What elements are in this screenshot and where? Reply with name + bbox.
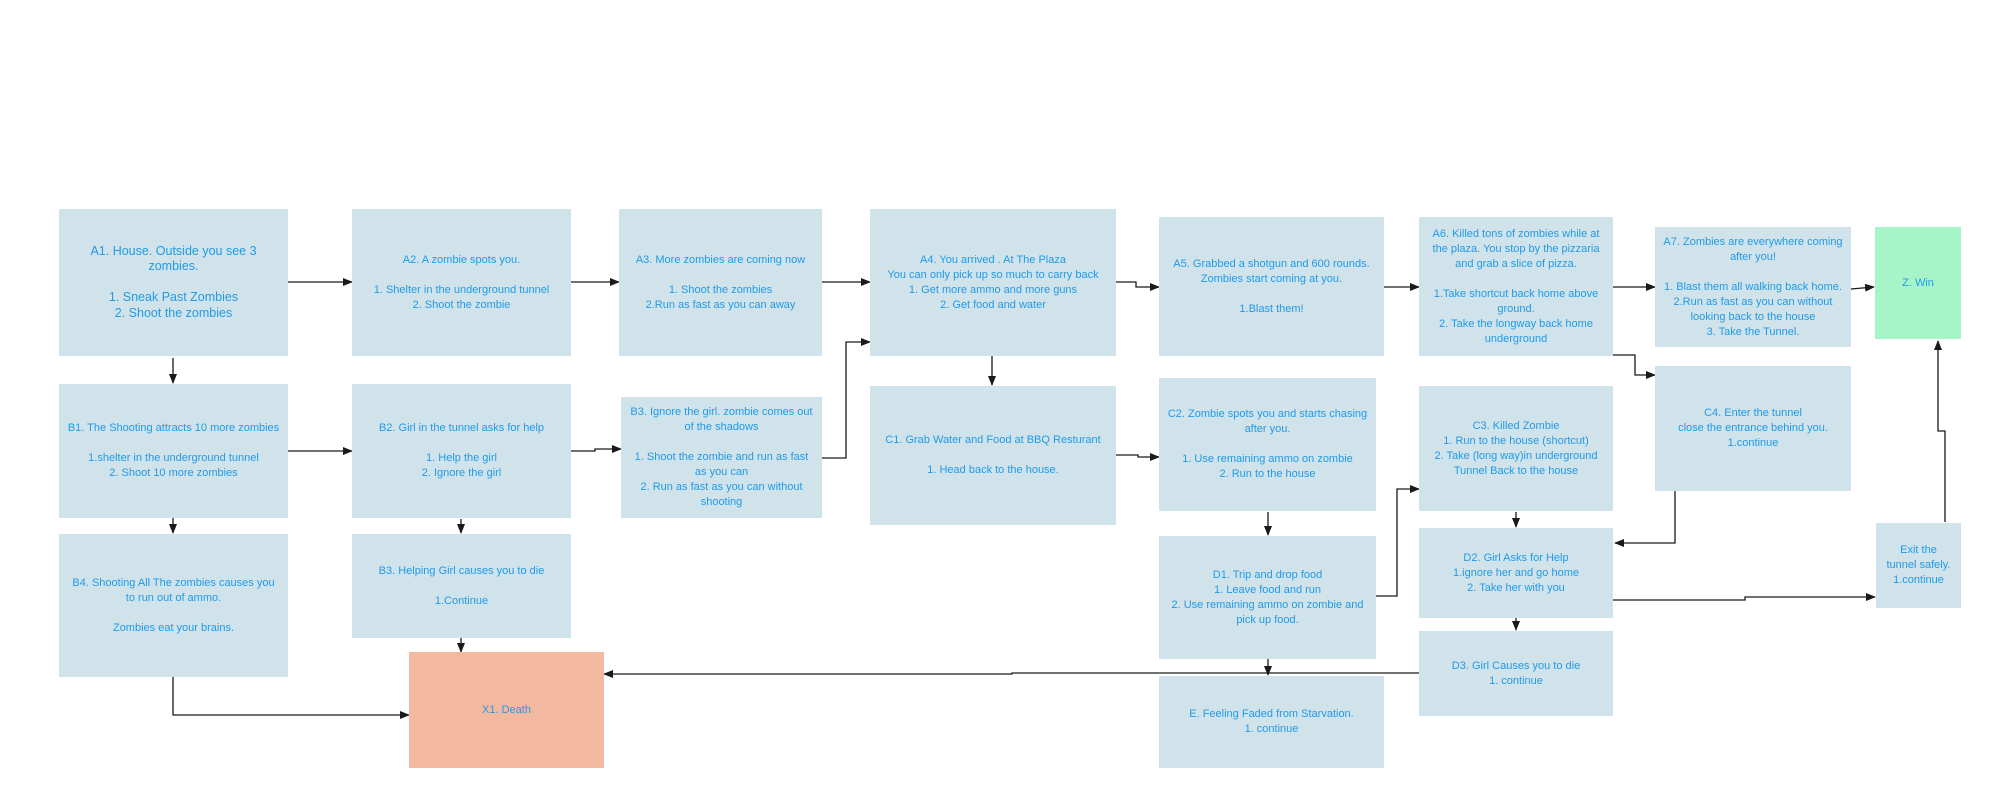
edge-exit-z <box>1934 340 1946 522</box>
edge-d2-exit <box>1613 593 1876 601</box>
node-b3-help-text: B3. Helping Girl causes you to die 1.Con… <box>378 564 545 607</box>
edge-b3a-a4 <box>822 338 871 459</box>
node-x1-death: X1. Death <box>409 652 604 768</box>
node-b3-help: B3. Helping Girl causes you to die 1.Con… <box>352 534 571 638</box>
node-a2-text: A2. A zombie spots you. 1. Shelter in th… <box>373 253 550 311</box>
node-b1: B1. The Shooting attracts 10 more zombie… <box>59 384 288 518</box>
node-e: E. Feeling Faded from Starvation. 1. con… <box>1159 676 1384 768</box>
node-exit: Exit the tunnel safely. 1.continue <box>1876 523 1961 608</box>
node-c2: C2. Zombie spots you and starts chasing … <box>1159 378 1376 511</box>
edge-c4-d2 <box>1614 491 1676 547</box>
node-c2-text: C2. Zombie spots you and starts chasing … <box>1167 408 1368 480</box>
edge-b4-x1 <box>172 677 410 719</box>
node-c4-text: C4. Enter the tunnel close the entrance … <box>1678 407 1828 449</box>
node-b2-text: B2. Girl in the tunnel asks for help 1. … <box>378 422 545 479</box>
edge-d3-x1 <box>603 670 1419 678</box>
node-a4-text: A4. You arrived . At The Plaza You can o… <box>887 253 1099 311</box>
node-b3-ignore-text: B3. Ignore the girl. zombie comes out of… <box>630 406 813 508</box>
node-x1-death-text: X1. Death <box>482 703 531 716</box>
edge-a7-z <box>1850 283 1875 292</box>
edge-c1-c2 <box>1116 453 1160 461</box>
node-d3: D3. Girl Causes you to die 1. continue <box>1419 631 1613 716</box>
node-a2: A2. A zombie spots you. 1. Shelter in th… <box>352 209 571 356</box>
node-a1: A1. House. Outside you see 3 zombies. 1.… <box>59 209 288 356</box>
node-b2: B2. Girl in the tunnel asks for help 1. … <box>352 384 571 518</box>
node-exit-text: Exit the tunnel safely. 1.continue <box>1886 544 1951 586</box>
node-c4: C4. Enter the tunnel close the entrance … <box>1655 366 1851 491</box>
edge-d1-c3 <box>1376 485 1420 597</box>
node-a6-text: A6. Killed tons of zombies while at the … <box>1432 227 1600 345</box>
node-a4: A4. You arrived . At The Plaza You can o… <box>870 209 1116 356</box>
node-e-text: E. Feeling Faded from Starvation. 1. con… <box>1189 708 1354 735</box>
node-a3-text: A3. More zombies are coming now 1. Shoot… <box>635 253 806 311</box>
node-d1: D1. Trip and drop food 1. Leave food and… <box>1159 536 1376 659</box>
node-a7-text: A7. Zombies are everywhere coming after … <box>1663 235 1843 338</box>
node-d1-text: D1. Trip and drop food 1. Leave food and… <box>1171 568 1364 626</box>
node-d2-text: D2. Girl Asks for Help 1.ignore her and … <box>1453 551 1579 594</box>
node-b4: B4. Shooting All The zombies causes you … <box>59 534 288 677</box>
node-a5: A5. Grabbed a shotgun and 600 rounds. Zo… <box>1159 217 1384 356</box>
node-b1-text: B1. The Shooting attracts 10 more zombie… <box>67 422 280 479</box>
node-d2: D2. Girl Asks for Help 1.ignore her and … <box>1419 528 1613 618</box>
node-a7: A7. Zombies are everywhere coming after … <box>1655 227 1851 347</box>
node-d3-text: D3. Girl Causes you to die 1. continue <box>1451 659 1581 687</box>
edge-a4-a5 <box>1116 281 1160 291</box>
edge-b2-b3a <box>571 445 622 453</box>
node-a3: A3. More zombies are coming now 1. Shoot… <box>619 209 822 356</box>
node-b3-ignore: B3. Ignore the girl. zombie comes out of… <box>621 397 822 518</box>
node-a6: A6. Killed tons of zombies while at the … <box>1419 217 1613 356</box>
node-c3: C3. Killed Zombie 1. Run to the house (s… <box>1419 386 1613 511</box>
node-z-win: Z. Win <box>1875 227 1961 339</box>
node-c1-text: C1. Grab Water and Food at BBQ Resturant… <box>885 434 1101 476</box>
node-b4-text: B4. Shooting All The zombies causes you … <box>72 576 275 634</box>
node-c3-text: C3. Killed Zombie 1. Run to the house (s… <box>1434 419 1598 477</box>
node-a5-text: A5. Grabbed a shotgun and 600 rounds. Zo… <box>1173 257 1370 315</box>
node-a1-text: A1. House. Outside you see 3 zombies. 1.… <box>90 243 257 320</box>
node-z-win-text: Z. Win <box>1902 276 1934 289</box>
edge-a6-c4 <box>1613 354 1656 379</box>
node-c1: C1. Grab Water and Food at BBQ Resturant… <box>870 386 1116 525</box>
